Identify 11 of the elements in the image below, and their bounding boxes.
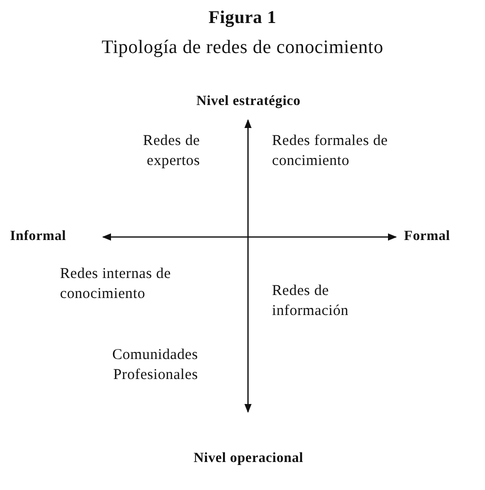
- subtitle: Tipología de redes de conocimiento: [100, 36, 384, 60]
- axis-label: Informal: [10, 228, 68, 246]
- quadrant-label: Redes formales de concimiento: [272, 132, 389, 170]
- axis-label: Nivel operacional: [192, 450, 304, 468]
- quadrant-label: Redes internas de conocimiento: [60, 265, 172, 304]
- figure-title: Figura 1: [208, 6, 278, 29]
- quadrant-label: Redes de información: [272, 282, 350, 320]
- quadrant-label: Comunidades Profesionales: [111, 346, 198, 384]
- axis-label: Formal: [404, 228, 452, 246]
- quadrant-label: Redes de expertos: [142, 132, 200, 170]
- axis-label: Nivel estratégico: [195, 93, 302, 111]
